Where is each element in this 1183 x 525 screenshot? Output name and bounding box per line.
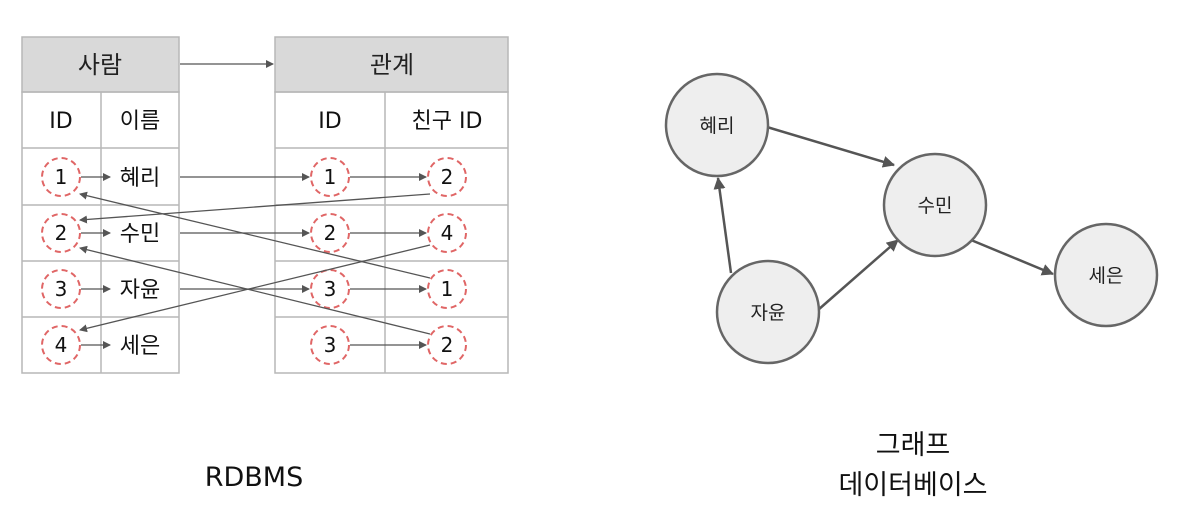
graph-node-label: 혜리	[700, 115, 735, 137]
person-table-header-id: ID	[49, 109, 72, 134]
graph-node-hyeri: 혜리	[664, 72, 770, 178]
friend-id-dashed-circle	[427, 213, 467, 253]
graph-node-jayun: 자윤	[715, 259, 821, 365]
friend-id: 2	[441, 333, 454, 357]
person-name: 수민	[120, 222, 160, 247]
graph-caption-line-1: 그래프	[876, 430, 951, 461]
rdbms-caption: RDBMS	[205, 462, 304, 493]
person-id: 2	[55, 221, 68, 245]
friend-to-person-arrow	[79, 244, 431, 333]
relation-table-title: 관계	[370, 51, 414, 79]
person-id-dashed-circle	[41, 269, 81, 309]
relation-table-header-cell	[274, 36, 509, 93]
relation-table: 관계 ID 친구 ID 1 2 2 4 3	[274, 36, 509, 374]
graph-edge-arrow	[713, 177, 733, 274]
relation-id-dashed-circle	[310, 213, 350, 253]
graph-node-label: 수민	[918, 195, 953, 217]
friend-id: 4	[441, 221, 454, 245]
person-table-header-name: 이름	[120, 109, 160, 134]
relation-id-dashed-circle	[310, 269, 350, 309]
relation-row: 1 2	[310, 157, 467, 197]
person-id-dashed-circle	[41, 325, 81, 365]
person-name: 혜리	[120, 166, 160, 191]
relation-id: 3	[324, 333, 337, 357]
friend-id: 2	[441, 165, 454, 189]
relation-table-header-friend-id: 친구 ID	[412, 109, 483, 134]
relation-row: 3 1	[310, 269, 467, 309]
friend-to-person-arrow	[79, 245, 431, 335]
person-id: 3	[55, 277, 68, 301]
graph-caption-line-2: 데이터베이스	[838, 470, 987, 501]
graph-node-label: 세은	[1089, 265, 1124, 287]
graph-node-sumin: 수민	[882, 152, 988, 258]
graph-edge-arrow	[970, 238, 1054, 276]
graph-node-circle	[715, 259, 821, 365]
rdbms-links	[79, 173, 431, 335]
person-id: 4	[55, 333, 68, 357]
relation-id-dashed-circle	[310, 325, 350, 365]
graph-edge-arrow	[817, 239, 899, 311]
friend-id: 1	[441, 277, 454, 301]
relation-id: 1	[324, 165, 337, 189]
friend-id-dashed-circle	[427, 157, 467, 197]
graph-edge-arrow	[766, 125, 895, 168]
graph-node-circle	[1053, 222, 1159, 328]
friend-id-dashed-circle	[427, 269, 467, 309]
relation-id-dashed-circle	[310, 157, 350, 197]
relation-row: 2 4	[310, 213, 467, 253]
graph-node-circle	[664, 72, 770, 178]
graph-edges	[713, 125, 1054, 311]
person-row: 3 자윤	[41, 269, 160, 309]
person-table-title: 사람	[78, 51, 122, 79]
person-table: 사람 ID 이름 1 혜리 2 수민 3 자윤	[21, 36, 180, 374]
friend-to-person-arrow	[79, 193, 431, 224]
person-row: 2 수민	[41, 213, 160, 253]
relation-row: 3 2	[310, 325, 467, 365]
person-row: 4 세은	[41, 325, 160, 365]
graph-node-label: 자윤	[751, 302, 786, 324]
graph-node-seeun: 세은	[1053, 222, 1159, 328]
relation-table-header-id: ID	[318, 109, 341, 134]
friend-to-person-arrow	[79, 191, 431, 279]
relation-id: 2	[324, 221, 337, 245]
person-name: 자윤	[120, 278, 160, 303]
person-id-dashed-circle	[41, 157, 81, 197]
person-id: 1	[55, 165, 68, 189]
relation-id: 3	[324, 277, 337, 301]
graph-node-circle	[882, 152, 988, 258]
person-id-dashed-circle	[41, 213, 81, 253]
person-table-header-cell	[21, 36, 180, 93]
person-row: 1 혜리	[41, 157, 160, 197]
friend-id-dashed-circle	[427, 325, 467, 365]
person-name: 세은	[120, 334, 160, 359]
